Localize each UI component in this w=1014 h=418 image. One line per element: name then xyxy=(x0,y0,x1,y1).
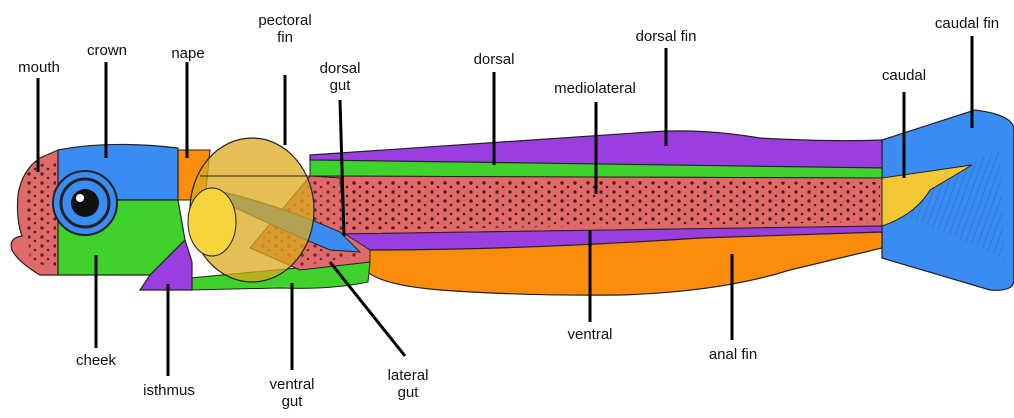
lateral-gut-label: lateral gut xyxy=(368,367,448,401)
pectoral-fin-base xyxy=(188,188,236,256)
dorsal-label: dorsal xyxy=(454,51,534,68)
mediolateral-label: mediolateral xyxy=(530,80,660,97)
mouth-label: mouth xyxy=(12,59,66,76)
ventral-label: ventral xyxy=(548,326,632,343)
caudal-fin-label: caudal fin xyxy=(920,15,1014,32)
crown-label: crown xyxy=(80,42,134,59)
dorsal-gut-label: dorsal gut xyxy=(300,60,380,94)
isthmus-label: isthmus xyxy=(128,382,210,399)
nape-label: nape xyxy=(162,45,214,62)
cheek-label: cheek xyxy=(62,352,130,369)
eye-iris xyxy=(71,189,99,217)
pectoral-fin-label: pectoral fin xyxy=(240,12,330,46)
anal-fin-label: anal fin xyxy=(688,346,778,363)
ventral-gut-label: ventral gut xyxy=(252,376,332,410)
eye-highlight xyxy=(76,194,84,202)
dorsal-fin-label: dorsal fin xyxy=(616,28,716,45)
caudal-label: caudal xyxy=(864,67,944,84)
